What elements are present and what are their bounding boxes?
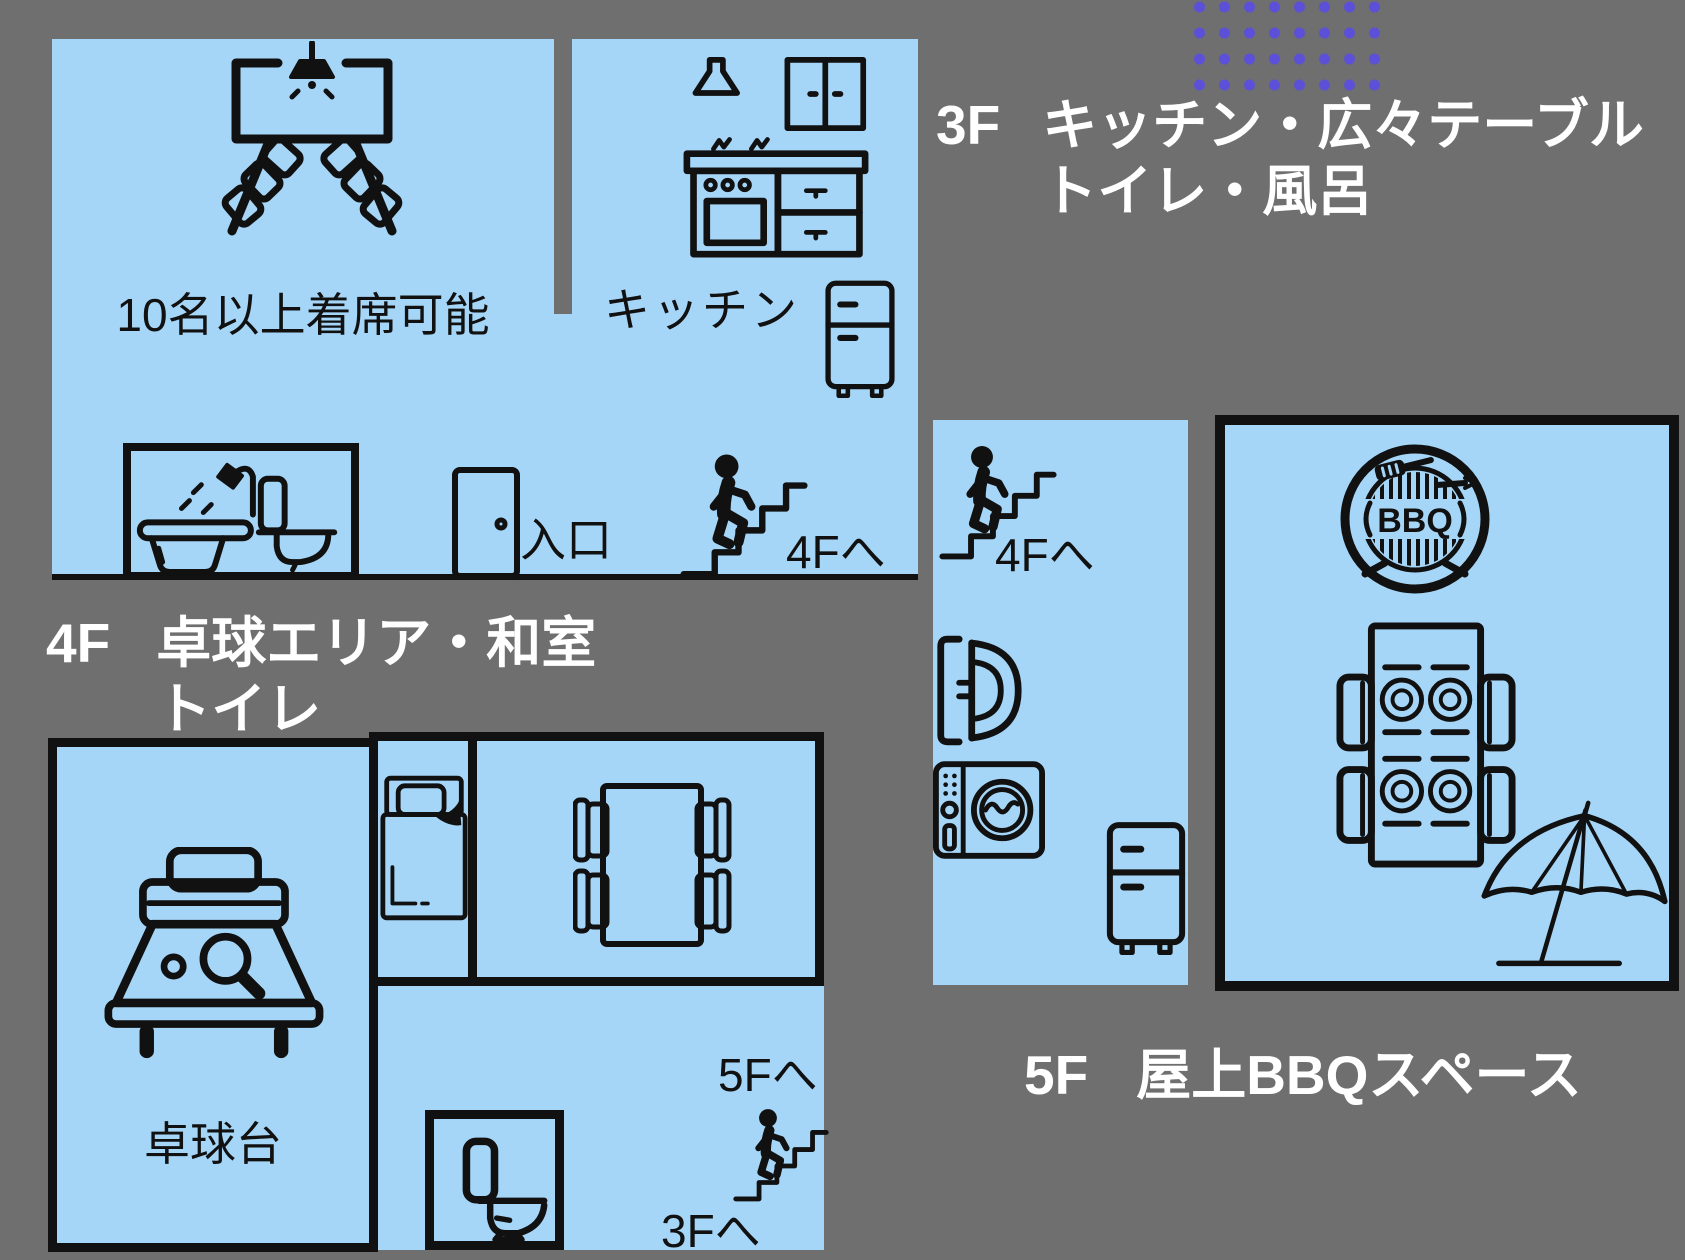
floor4-table-tennis-room: 卓球台 — [48, 738, 378, 1252]
floor3-title-line2: トイレ・風呂 — [1042, 160, 1373, 222]
wall-divider — [554, 38, 572, 314]
floor4-hall-room: 5Fへ 3Fへ — [369, 977, 824, 1254]
floor5-title-line1: 屋上BBQスペース — [1136, 1044, 1582, 1106]
umbrella-icon — [1481, 800, 1668, 967]
refrigerator-icon — [822, 265, 898, 417]
stairs-up-label: 5Fへ — [718, 1049, 818, 1101]
kitchen-unit-icon — [683, 57, 869, 258]
toilet-box — [425, 1110, 564, 1250]
dining-table-perspective-icon — [221, 41, 403, 236]
door-icon — [452, 467, 520, 579]
floor5-bbq-room: BBQ — [1215, 415, 1679, 991]
floor4-title-line1: 卓球エリア・和室 — [156, 612, 597, 674]
floor4-title: 4F 卓球エリア・和室 トイレ — [46, 610, 596, 742]
bathtub-toilet-icon — [136, 462, 338, 572]
floor4-dining-room — [468, 732, 824, 986]
bbq-logo-text: BBQ — [1377, 502, 1453, 540]
stairs-person-icon — [733, 1100, 829, 1206]
entrance-label: 入口 — [520, 514, 612, 566]
floor4-label: 4F — [46, 612, 111, 674]
shower-icon — [937, 635, 1022, 746]
floor3-label: 3F — [936, 94, 1001, 156]
table-tennis-label: 卓球台 — [144, 1118, 282, 1170]
stairs-down-label: 3Fへ — [661, 1205, 761, 1257]
floor4-title-line2: トイレ — [156, 678, 322, 740]
dining-table-plates-icon — [1336, 622, 1516, 868]
bbq-stamp-icon: BBQ — [1340, 444, 1490, 594]
floor3-area: 10名以上着席可能 — [52, 38, 918, 580]
kitchen-label: キッチン — [604, 284, 800, 336]
dot-grid-decoration — [1187, 0, 1387, 98]
floor5-utility-strip: 4Fへ — [933, 420, 1188, 985]
floor3-title-line1: キッチン・広々テーブル — [1042, 94, 1644, 156]
refrigerator-icon — [1103, 813, 1189, 968]
table-tennis-icon — [104, 847, 324, 1059]
toilet-icon — [462, 1137, 548, 1243]
dining-table-top-icon — [573, 783, 732, 947]
floor5-title: 5F 屋上BBQスペース — [1024, 1042, 1582, 1108]
seating-capacity-label: 10名以上着席可能 — [116, 289, 490, 341]
bed-icon — [380, 775, 468, 921]
bathroom-box — [123, 443, 359, 580]
stairs-down-label: 4Fへ — [995, 529, 1095, 581]
stairs-up-label: 4Fへ — [786, 526, 886, 578]
floor3-title: 3F キッチン・広々テーブル トイレ・風呂 — [936, 92, 1644, 224]
floor4-bed-room — [369, 732, 477, 986]
floor5-label: 5F — [1024, 1044, 1089, 1106]
washing-machine-icon — [933, 761, 1045, 859]
